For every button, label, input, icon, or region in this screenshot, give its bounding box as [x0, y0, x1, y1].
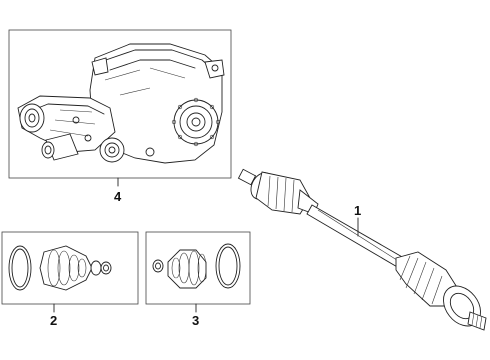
- outer-boot-kit-box: [145, 231, 251, 305]
- inner-boot-kit-box: [1, 231, 139, 305]
- callout-inner-boot-kit: 2: [50, 313, 58, 328]
- callout-outer-boot-kit: 3: [192, 313, 200, 328]
- callout-shaft: 1: [354, 203, 362, 218]
- differential-assembly-drawing: [17, 43, 225, 164]
- differential-box: [8, 29, 232, 179]
- drive-shaft-drawing: [237, 168, 487, 331]
- outer-boot-kit-drawing: [152, 243, 241, 289]
- callout-differential: 4: [114, 189, 122, 204]
- inner-boot-kit-drawing: [8, 245, 112, 291]
